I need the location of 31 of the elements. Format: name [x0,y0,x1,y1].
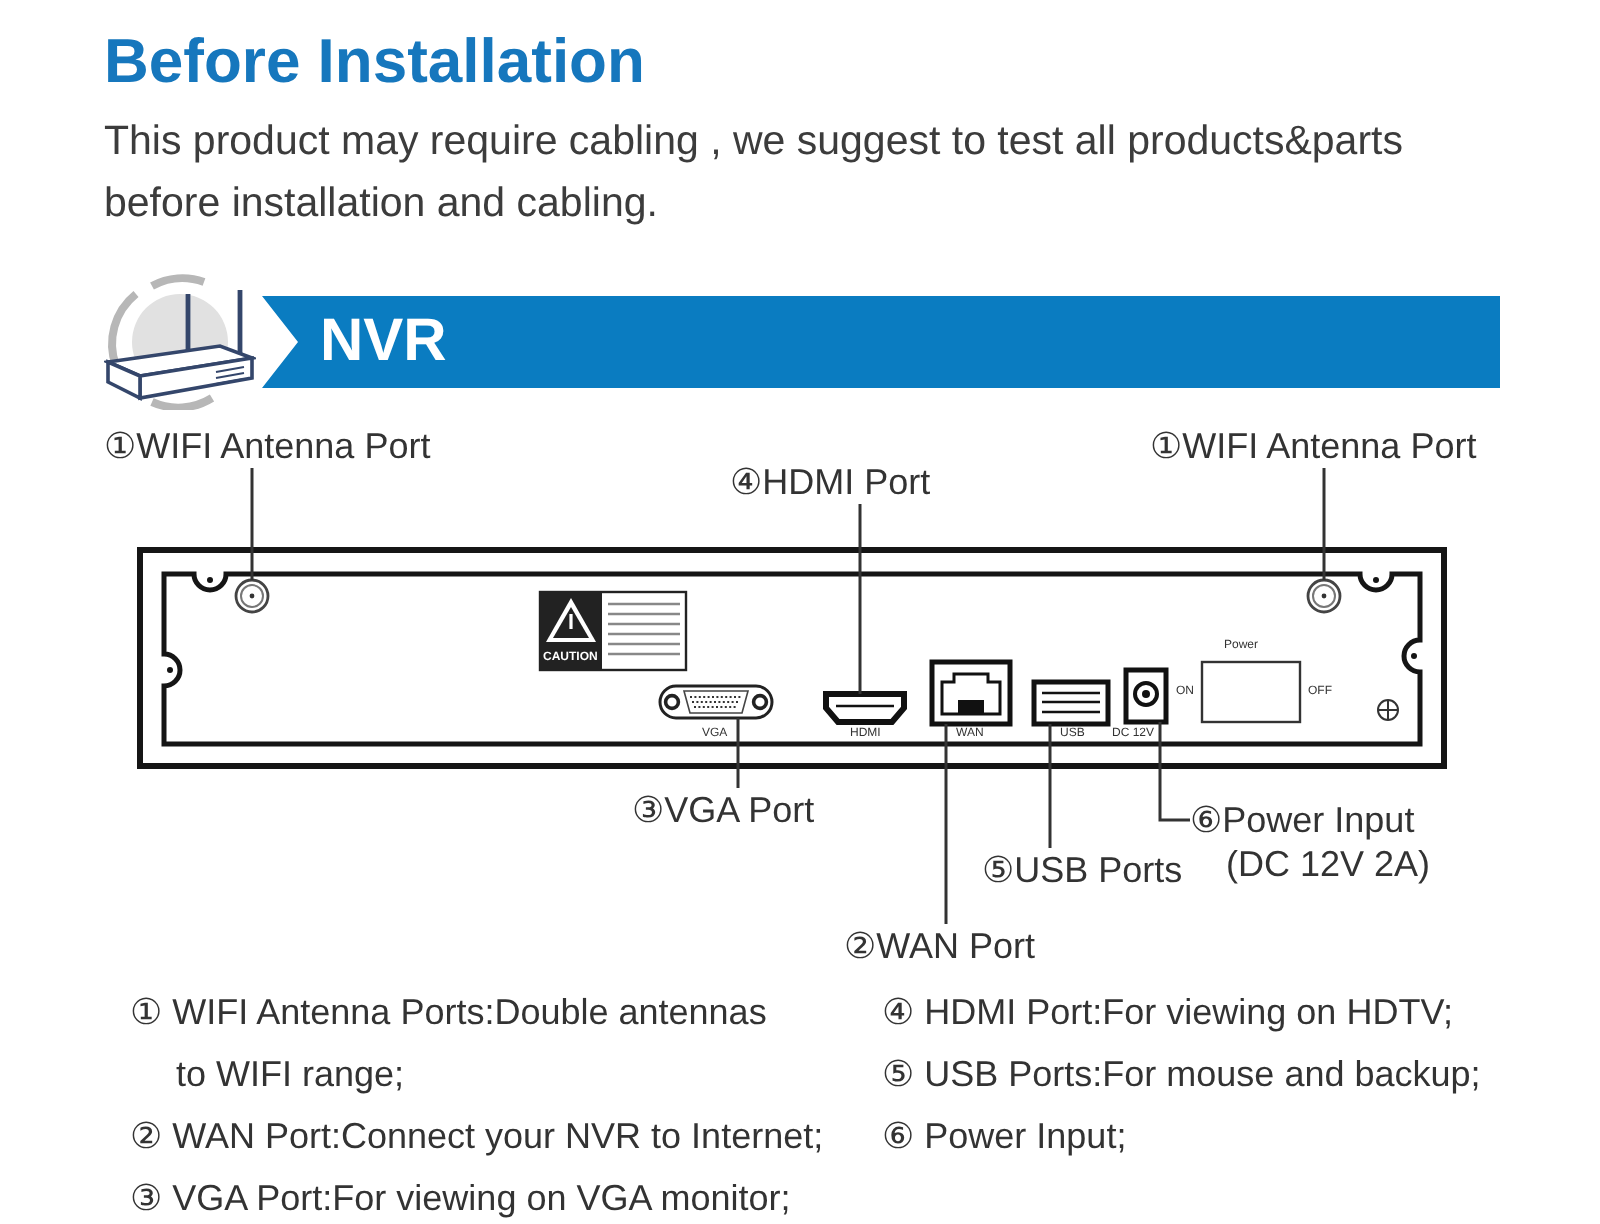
vga-port [658,684,774,720]
section-banner [262,296,1500,388]
feature-note: ① WIFI Antenna Ports:Double antennas to WIFI range; [130,989,769,1098]
feature-note: ④ HDMI Port:For viewing on HDTV; [882,990,1454,1036]
dc-power-jack [1123,667,1169,725]
leader-line [944,724,948,924]
leader-line [1048,724,1052,848]
feature-note: ② WAN Port:Connect your NVR to Internet; [130,1114,824,1160]
page-title: Before Installation [104,24,645,100]
callout-label: ⑤USB Ports [982,848,1183,892]
banner-heading: NVR [320,310,447,374]
feature-note: ⑤ USB Ports:For mouse and backup; [882,1052,1481,1098]
leader-line [1322,468,1326,580]
feature-note: ⑥ Power Input; [882,1114,1127,1160]
leader-line [736,718,740,788]
leader-line [250,468,254,580]
callout-label: ①WIFI Antenna Port [104,424,431,468]
hdmi-port [823,691,907,725]
antenna-connector [234,578,270,614]
antenna-connector [1306,578,1342,614]
leader-line [858,504,862,694]
callout-label: ④HDMI Port [730,460,931,504]
feature-note: ③ VGA Port:For viewing on VGA monitor; [130,1176,791,1222]
callout-label: ①WIFI Antenna Port [1150,424,1477,468]
ethernet-port [929,659,1013,727]
callout-label: ③VGA Port [632,788,815,832]
leader-line [1158,722,1190,822]
usb-port [1031,679,1111,727]
callout-label: ⑥Power Input (DC 12V 2A) [1190,798,1470,886]
callout-label: ②WAN Port [844,924,1035,968]
intro-paragraph: This product may require cabling , we suggest to test all products&parts before installation and cabling. [104,116,1405,230]
